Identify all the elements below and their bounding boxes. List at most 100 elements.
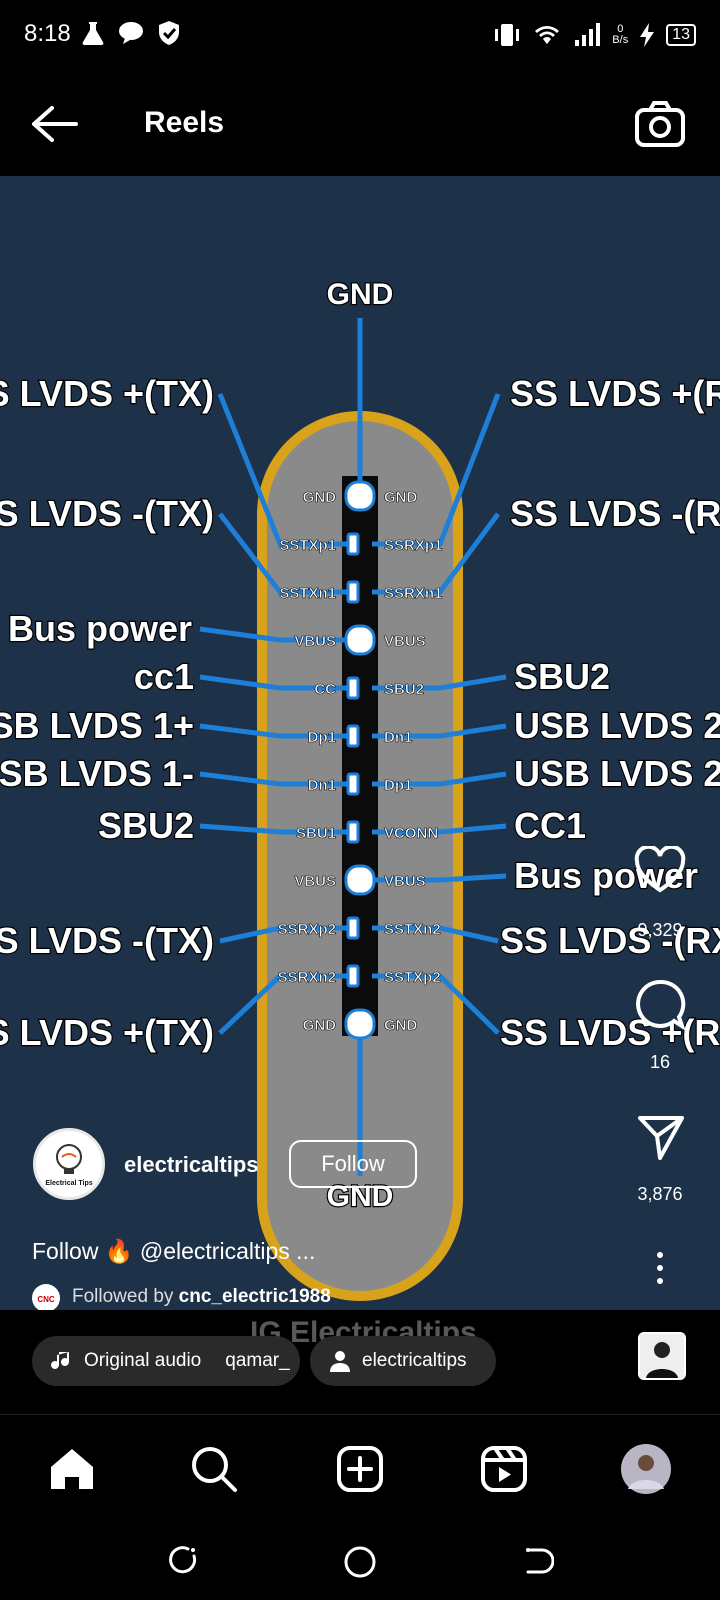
pin-contact (346, 724, 360, 748)
right-signal-label: SS LVDS +(RX) (500, 1012, 720, 1053)
left-signal-label: SBU2 (98, 805, 194, 846)
diagram-top-label: GND (327, 278, 394, 311)
pin-label-right: SSTXp2 (384, 969, 441, 986)
pin-contact (346, 772, 360, 796)
nav-search[interactable] (184, 1439, 244, 1499)
pin-label-right: VBUS (384, 873, 426, 890)
pin-label-left: Dp1 (308, 729, 336, 746)
home-icon (51, 1449, 93, 1489)
home-circle-icon[interactable] (342, 1544, 378, 1580)
pin-contact (346, 820, 360, 844)
status-right-group: 0 B/s 13 (492, 20, 696, 50)
nav-create[interactable] (330, 1439, 390, 1499)
right-signal-label: USB LVDS 2- (514, 753, 720, 794)
avatar-logo-text: Electrical Tips (45, 1180, 92, 1187)
pin-wire-right (372, 823, 507, 835)
pin-label-left: SSTXp1 (279, 537, 336, 554)
left-signal-label: SS LVDS +(TX) (0, 1012, 214, 1053)
pin-label-right: GND (384, 489, 418, 506)
pin-wire-left (218, 973, 348, 1035)
pin-label-left: Dn1 (308, 777, 336, 794)
pin-contact (346, 916, 360, 940)
audio-user: qamar_ (225, 1350, 290, 1371)
pin-wire-right (372, 674, 507, 691)
reels-header: Reels (0, 72, 720, 176)
pin-wire-left (199, 823, 348, 835)
tagged-user-chip[interactable]: electricaltips (310, 1336, 496, 1386)
shield-icon (159, 21, 179, 45)
audio-chip[interactable]: Original audio qamar_ (32, 1336, 300, 1386)
left-signal-label: USB LVDS 1+ (0, 705, 194, 746)
pin-label-right: SSRXp1 (384, 537, 442, 554)
nav-profile[interactable] (616, 1439, 676, 1499)
follow-button[interactable]: Follow (289, 1140, 417, 1188)
author-username[interactable]: electricaltips (124, 1152, 259, 1177)
pin-wire-left (199, 771, 348, 787)
pin-label-right: Dp1 (384, 777, 412, 794)
left-signal-label: USB LVDS 1- (0, 753, 194, 794)
net-speed-unit: B/s (612, 34, 629, 46)
pin-contact (344, 624, 376, 656)
status-bar: 8:18 0 B/s 13 (0, 0, 720, 72)
person-icon (330, 1351, 350, 1372)
nav-reels[interactable] (474, 1439, 534, 1499)
system-navigation (0, 1524, 720, 1600)
left-signal-label: cc1 (134, 656, 194, 697)
audio-row: IG Electricaltips Original audio qamar_ … (0, 1310, 720, 1414)
right-signal-label: SS LVDS -(RX) (500, 920, 720, 961)
chat-bubble-icon (119, 22, 143, 44)
pin-label-right: SSRXn1 (384, 585, 442, 602)
left-signal-label: Bus power (8, 608, 192, 649)
bottom-navigation (0, 1414, 720, 1525)
pin-label-left: VBUS (294, 873, 336, 890)
connector-tongue (342, 476, 378, 1036)
pin-contact (346, 676, 360, 700)
electrical-tips-logo: Electrical Tips (45, 1144, 93, 1187)
pin-label-left: SBU1 (296, 825, 336, 842)
pin-contact (344, 1008, 376, 1040)
pin-contact (344, 480, 376, 512)
cnc-logo-text: CNC (37, 1295, 55, 1304)
pin-label-right: SSTXn2 (384, 921, 441, 938)
like-heart-icon[interactable] (634, 846, 686, 894)
pin-label-right: SBU2 (384, 681, 424, 698)
pin-wire-right (372, 973, 500, 1035)
pin-label-left: GND (303, 1017, 337, 1034)
pin-wire-right (372, 512, 501, 595)
followed-by-text[interactable]: Followed by cnc_electric1988 (72, 1286, 331, 1308)
pin-contact (346, 964, 360, 988)
pin-label-left: SSRXn2 (278, 969, 336, 986)
battery-indicator: 13 (666, 24, 696, 46)
audio-thumbnail[interactable] (638, 1332, 686, 1380)
pin-label-right: Dn1 (384, 729, 412, 746)
more-options-icon[interactable] (652, 1250, 668, 1286)
pin-label-right: GND (384, 1017, 418, 1034)
followed-by-prefix: Followed by (72, 1286, 174, 1307)
left-signal-label: SS LVDS -(TX) (0, 920, 214, 961)
recents-icon[interactable] (166, 1544, 200, 1578)
pin-wire-right (372, 771, 507, 787)
reel-caption[interactable]: Follow 🔥 @electricaltips ... (32, 1238, 316, 1264)
pin-wire-left (217, 393, 348, 547)
charging-bolt-icon (640, 23, 655, 47)
pin-label-left: SSRXp2 (278, 921, 336, 938)
wifi-icon (535, 26, 560, 44)
author-avatar[interactable]: Electrical Tips (33, 1128, 105, 1200)
comment-icon[interactable] (634, 978, 686, 1030)
pin-wire-right (372, 925, 499, 944)
pin-label-right: VBUS (384, 633, 426, 650)
search-icon (192, 1447, 237, 1492)
add-post-icon (337, 1446, 383, 1492)
shares-count: 3,876 (637, 1184, 683, 1204)
share-send-icon[interactable] (636, 1112, 686, 1162)
pin-contact (346, 532, 360, 556)
back-arrow-icon[interactable] (30, 104, 78, 144)
camera-icon[interactable] (634, 100, 686, 148)
nav-home[interactable] (42, 1439, 102, 1499)
pin-wire-left (199, 626, 348, 643)
back-nav-icon[interactable] (520, 1544, 554, 1578)
pin-wire-right (372, 873, 507, 883)
pin-wire-right (372, 723, 507, 739)
right-signal-label: Bus power (514, 855, 698, 896)
